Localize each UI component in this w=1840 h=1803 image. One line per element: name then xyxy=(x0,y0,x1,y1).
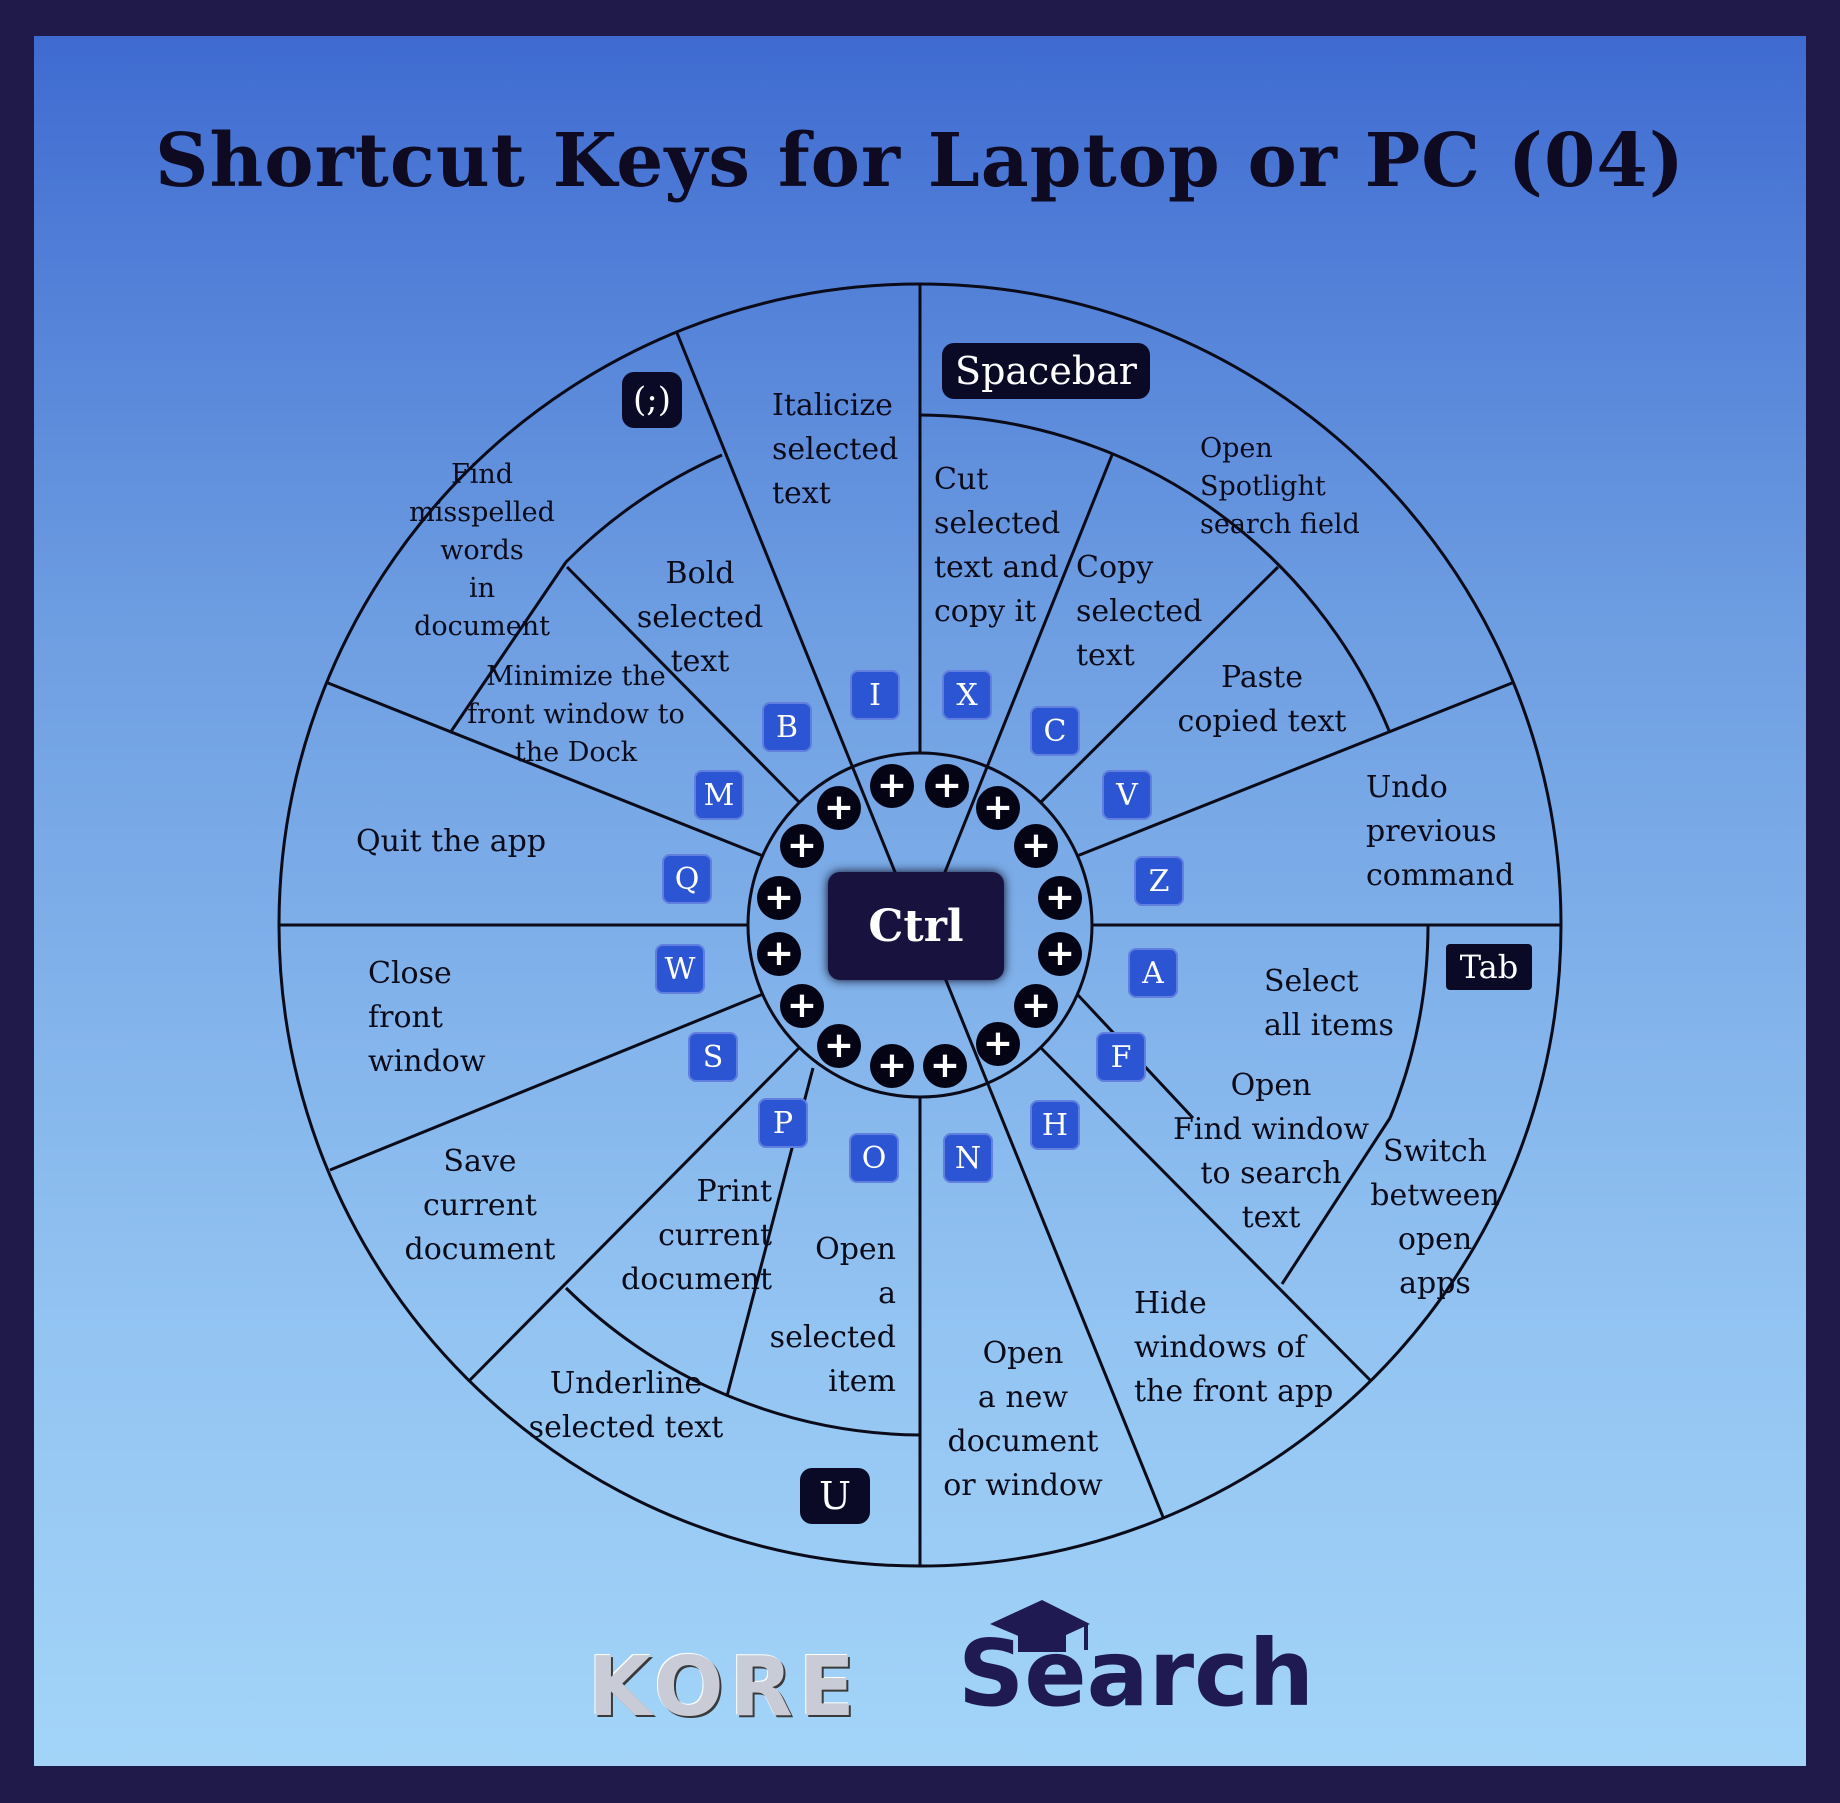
plus-icon: + xyxy=(757,876,801,920)
key-z: Z xyxy=(1134,856,1184,906)
key-f: F xyxy=(1096,1032,1146,1082)
key-p: P xyxy=(758,1098,808,1148)
key-v: V xyxy=(1102,770,1152,820)
key-semicolon: (;) xyxy=(622,372,682,428)
plus-icon: + xyxy=(976,1022,1020,1066)
plus-icon: + xyxy=(1014,824,1058,868)
divider xyxy=(1280,1117,1392,1285)
key-spacebar: Spacebar xyxy=(942,343,1150,399)
label-bold: Bold selected text xyxy=(636,556,764,679)
label-print: Print current document xyxy=(621,1174,772,1297)
graduation-cap-icon xyxy=(990,1600,1090,1652)
arc-spacebar xyxy=(919,413,1392,734)
label-spotlight: Open Spotlight search field xyxy=(1200,433,1360,540)
label-quit: Quit the app xyxy=(356,824,547,859)
plus-icon: + xyxy=(923,1044,967,1088)
plus-icon: + xyxy=(1014,984,1058,1028)
divider xyxy=(327,681,764,858)
plus-icon: + xyxy=(817,786,861,830)
label-new-document: Open a new document or window xyxy=(943,1336,1103,1503)
label-minimize: Minimize the front window to the Dock xyxy=(467,661,685,768)
divider xyxy=(329,992,764,1172)
key-w: W xyxy=(655,944,705,994)
label-underline: Underline selected text xyxy=(528,1366,724,1445)
key-o: O xyxy=(849,1133,899,1183)
label-copy: Copy selected text xyxy=(1076,550,1203,673)
plus-icon: + xyxy=(1038,932,1082,976)
label-select-all: Select all items xyxy=(1264,964,1394,1043)
label-paste: Paste copied text xyxy=(1177,660,1347,739)
divider xyxy=(1076,681,1513,858)
plus-icon: + xyxy=(925,764,969,808)
plus-icon: + xyxy=(1038,876,1082,920)
label-switch-apps: Switch between open apps xyxy=(1370,1134,1500,1301)
key-n: N xyxy=(943,1133,993,1183)
plus-icon: + xyxy=(757,932,801,976)
plus-icon: + xyxy=(976,786,1020,830)
key-s: S xyxy=(688,1032,738,1082)
key-tab: Tab xyxy=(1446,944,1532,990)
arc-semicolon xyxy=(564,453,723,564)
divider xyxy=(941,972,1165,1518)
divider xyxy=(675,332,899,878)
key-c: C xyxy=(1030,706,1080,756)
divider xyxy=(941,454,1114,878)
key-x: X xyxy=(942,670,992,720)
label-save: Save current document xyxy=(404,1144,556,1267)
page-title: Shortcut Keys for Laptop or PC (04) xyxy=(155,118,1685,204)
search-logo: Search xyxy=(958,1620,1315,1727)
label-undo: Undo previous command xyxy=(1366,770,1515,893)
plus-icon: + xyxy=(780,824,824,868)
key-m: M xyxy=(694,770,744,820)
label-close: Close front window xyxy=(368,956,486,1079)
key-a: A xyxy=(1128,948,1178,998)
divider xyxy=(1039,565,1280,804)
divider xyxy=(565,565,801,804)
divider xyxy=(448,561,568,734)
label-italicize: Italicize selected text xyxy=(772,388,899,511)
plus-icon: + xyxy=(870,764,914,808)
plus-icon: + xyxy=(817,1024,861,1068)
plus-icon: + xyxy=(870,1044,914,1088)
label-find-misspelled: Find misspelled words in document xyxy=(409,459,555,642)
label-hide-windows: Hide windows of the front app xyxy=(1134,1286,1334,1409)
kore-logo: KORE xyxy=(588,1640,861,1735)
label-cut: Cut selected text and copy it xyxy=(934,462,1061,629)
divider xyxy=(468,1046,801,1382)
key-h: H xyxy=(1030,1100,1080,1150)
arc-tab xyxy=(1388,924,1430,1119)
plus-icon: + xyxy=(780,984,824,1028)
label-find-window: Open Find window to search text xyxy=(1172,1068,1369,1235)
key-i: I xyxy=(850,670,900,720)
ctrl-key: Ctrl xyxy=(828,872,1004,980)
arc-underline xyxy=(564,1286,921,1437)
key-u: U xyxy=(800,1468,870,1524)
key-q: Q xyxy=(662,854,712,904)
divider xyxy=(1039,1046,1372,1382)
key-b: B xyxy=(762,702,812,752)
label-open-item: Open a selected item xyxy=(769,1232,896,1399)
